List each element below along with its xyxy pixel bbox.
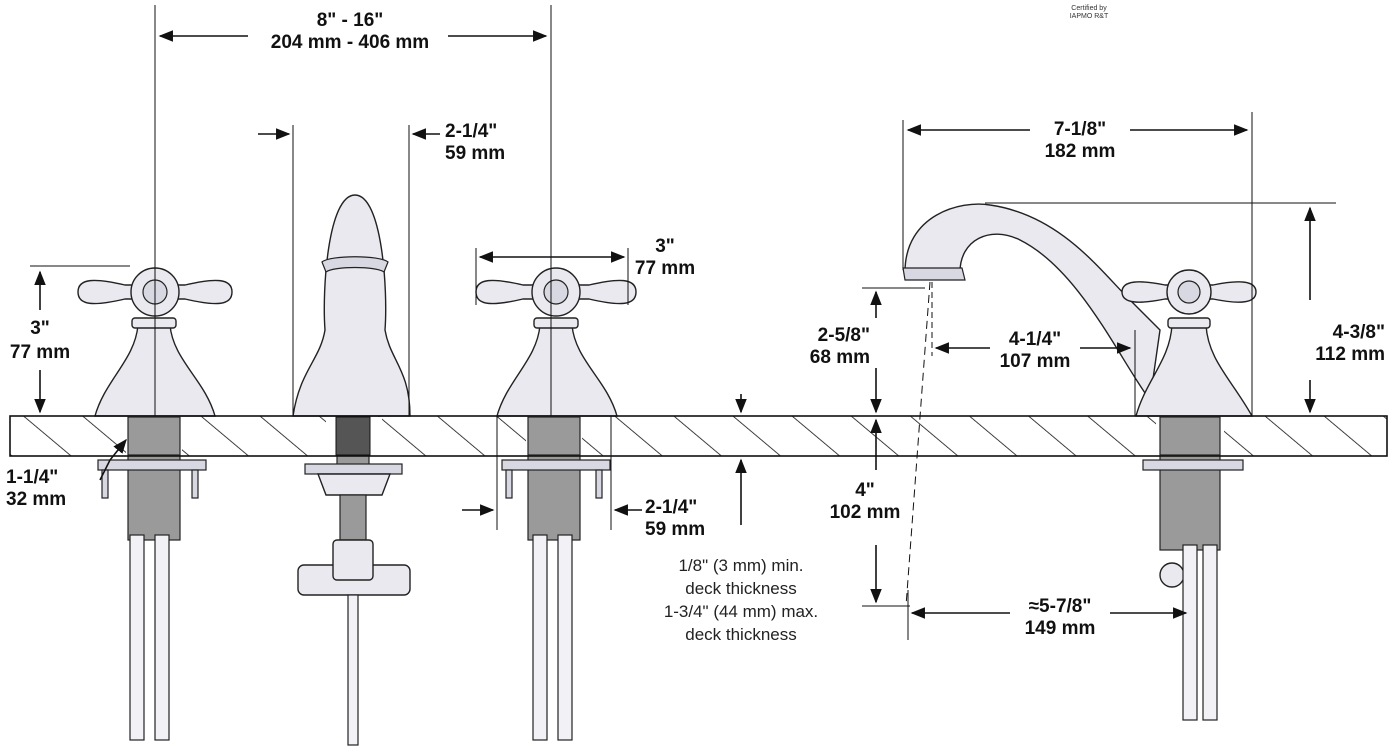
right-handle (475, 267, 637, 741)
spout-clearance-in-label: 2-5/8" (818, 325, 870, 346)
side-view-faucet (902, 203, 1257, 721)
handle-height-in-label: 3" (30, 318, 50, 339)
deck-note-line-4: deck thickness (685, 625, 797, 644)
base-dia-in-label: 2-1/4" (645, 497, 697, 518)
below-deck-mm-label: 102 mm (830, 502, 901, 523)
offset-in-label: ≈5-7/8" (1029, 596, 1092, 617)
handle-width-in-label: 3" (655, 236, 675, 257)
spout-base-mm-label: 59 mm (445, 143, 505, 164)
deck-note-line-1: 1/8" (3 mm) min. (678, 556, 803, 575)
spout-height-mm-label: 112 mm (1315, 344, 1385, 365)
spout-clearance-mm-label: 68 mm (810, 347, 870, 368)
spread-in-label: 8" - 16" (317, 10, 384, 31)
spout-length-in-label: 7-1/8" (1054, 119, 1106, 140)
spout-reach-mm-label: 107 mm (1000, 351, 1071, 372)
center-spout-front (292, 194, 411, 746)
deck-section (9, 415, 1388, 457)
spout-length-mm-label: 182 mm (1045, 141, 1116, 162)
offset-mm-label: 149 mm (1025, 618, 1096, 639)
spout-reach-in-label: 4-1/4" (1009, 329, 1061, 350)
spout-base-in-label: 2-1/4" (445, 121, 497, 142)
handle-width-mm-label: 77 mm (635, 258, 695, 279)
hole-dia-in-label: 1-1/4" (6, 467, 58, 488)
deck-note-line-3: 1-3/4" (44 mm) max. (664, 602, 818, 621)
spout-height-in-label: 4-3/8" (1333, 322, 1385, 343)
below-deck-in-label: 4" (855, 480, 875, 501)
handle-height-mm-label: 77 mm (10, 342, 70, 363)
certification-line-2: IAPMO R&T (1070, 13, 1109, 20)
hole-dia-mm-label: 32 mm (6, 489, 66, 510)
base-dia-mm-label: 59 mm (645, 519, 705, 540)
deck-note-line-2: deck thickness (685, 579, 797, 598)
dimension-lines (30, 5, 1336, 640)
spread-mm-label: 204 mm - 406 mm (271, 32, 429, 53)
left-handle (77, 267, 233, 741)
certification-line-1: Certified by (1071, 5, 1107, 12)
